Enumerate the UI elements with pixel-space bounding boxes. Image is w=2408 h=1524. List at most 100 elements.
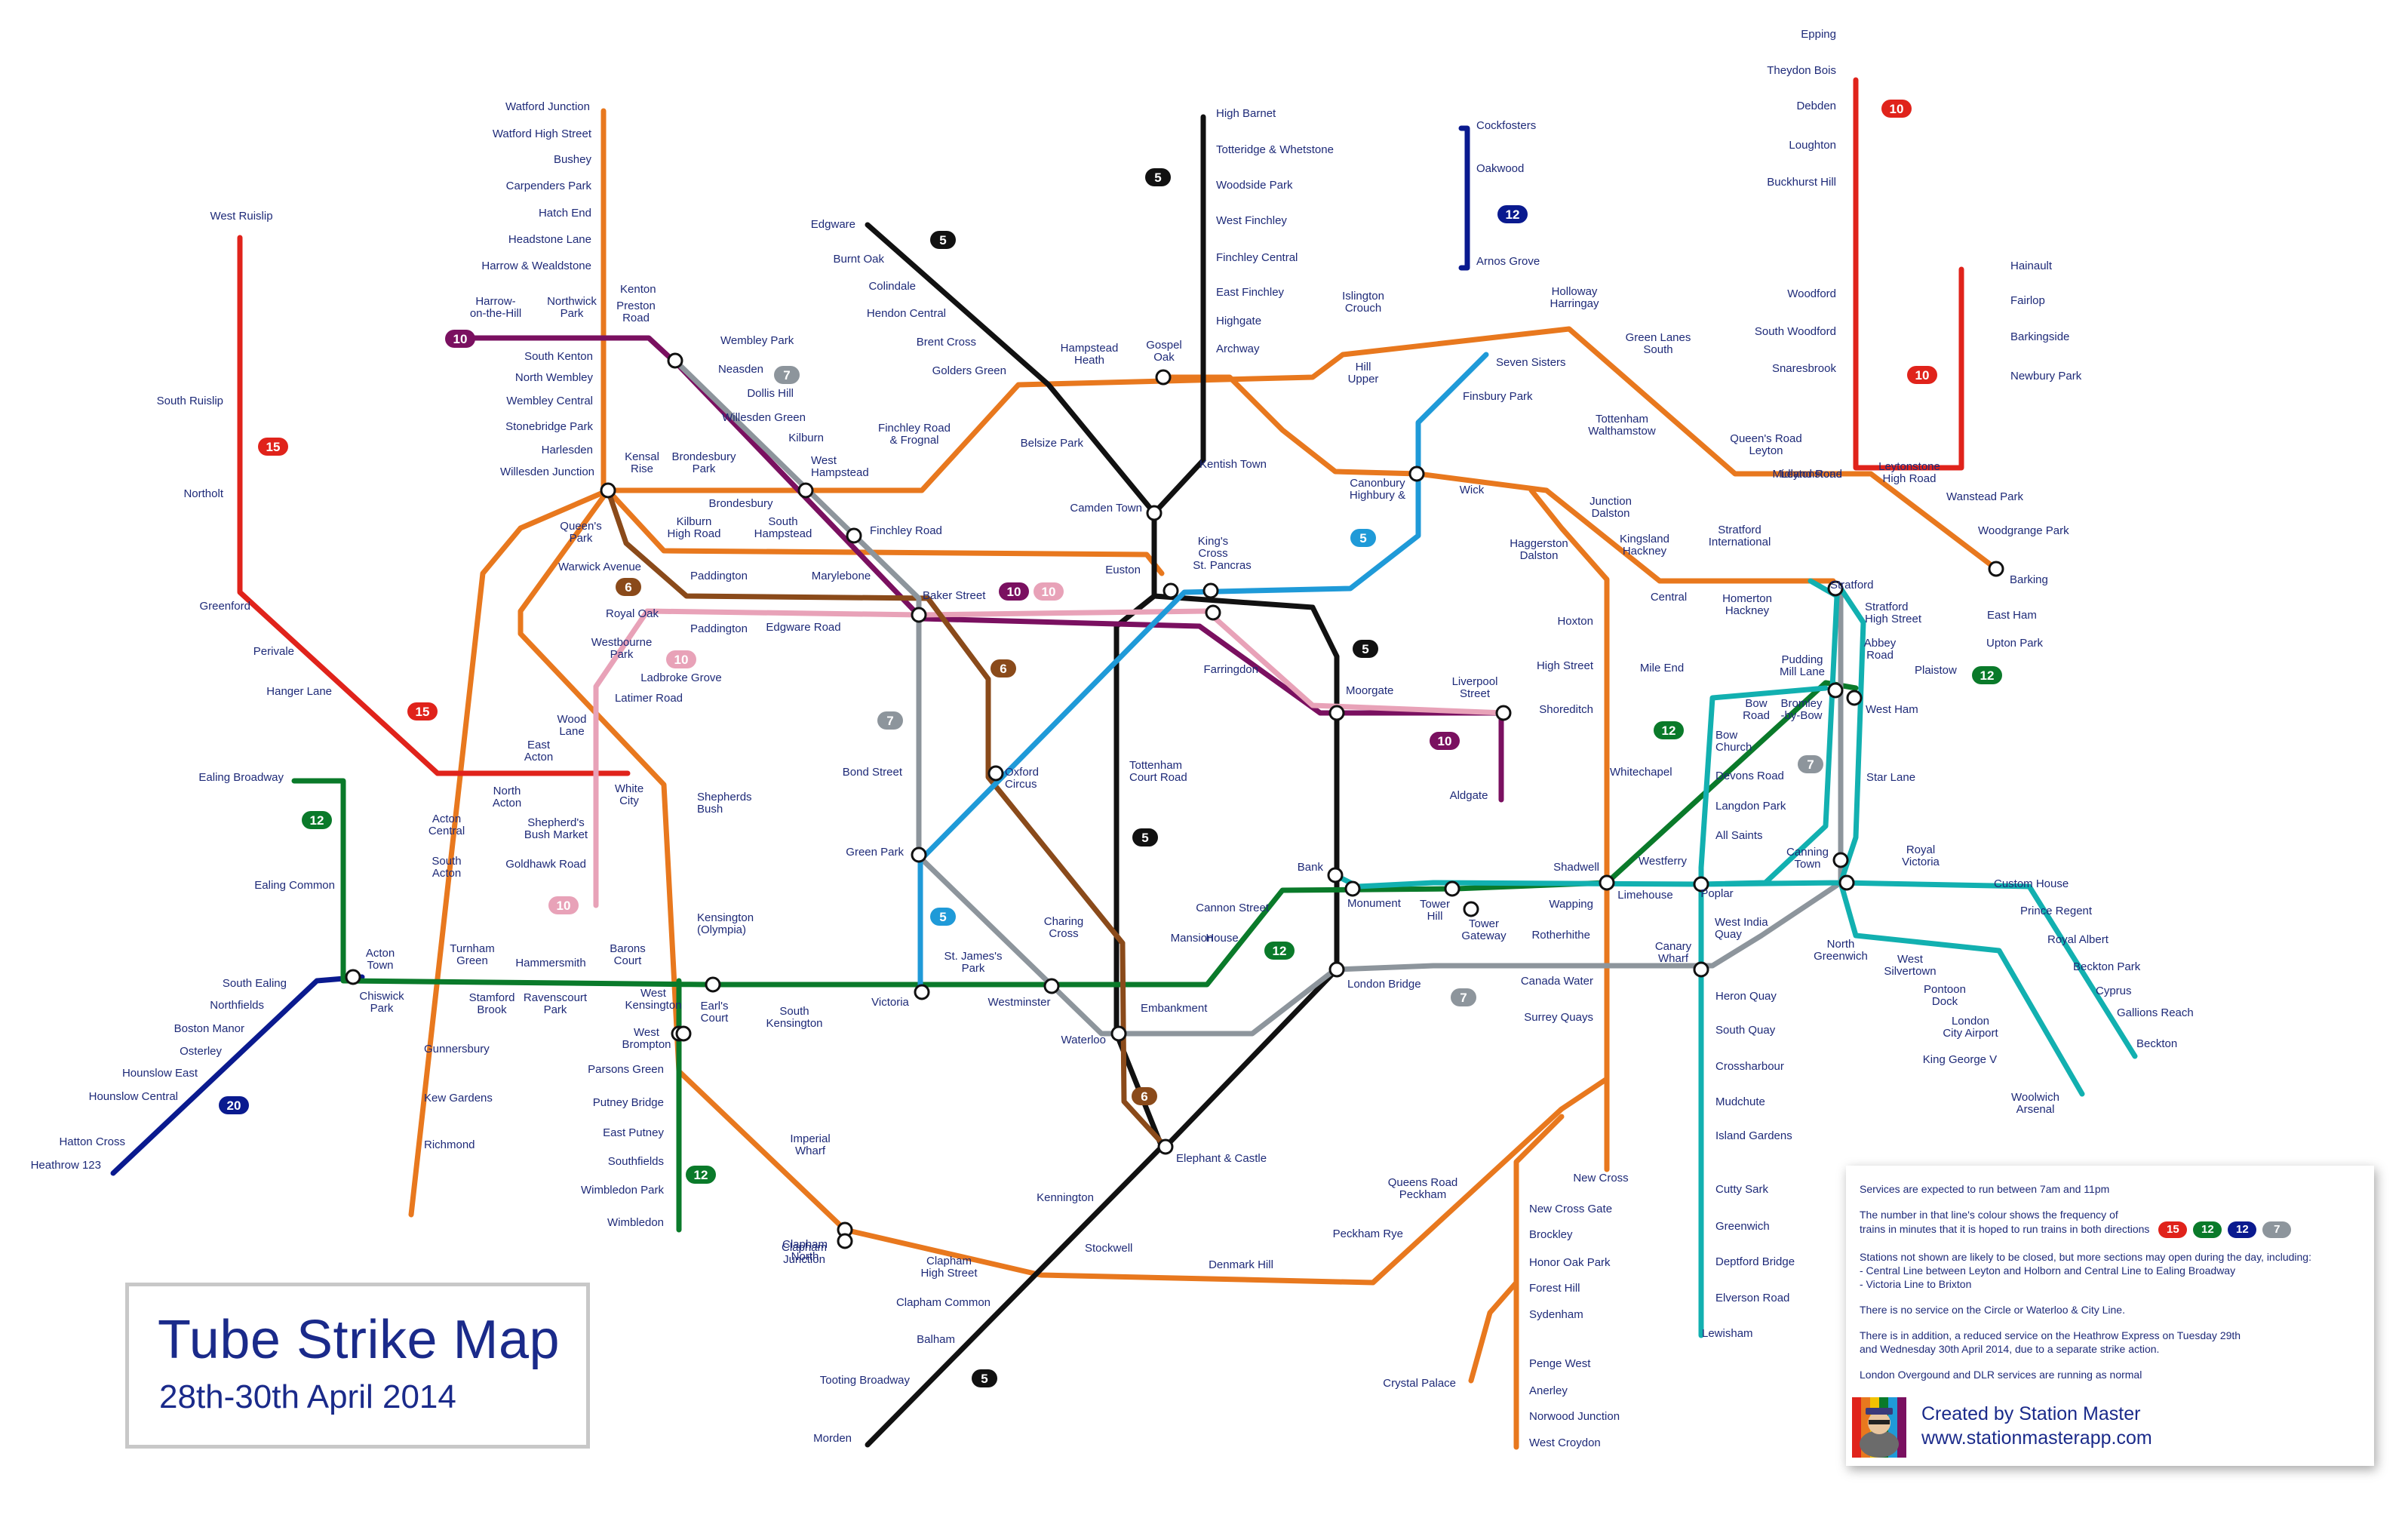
station-label: Cockfosters [1476, 119, 1536, 132]
station-label: Hainault [2010, 260, 2053, 272]
station-label: Lewisham [1702, 1327, 1753, 1340]
station-label: Northolt [183, 487, 223, 500]
frequency-badge: 10 [1034, 582, 1064, 601]
station-label: Mudchute [1715, 1095, 1765, 1108]
station-label: West [811, 454, 837, 467]
interchange-circle [987, 765, 1004, 782]
station-label: Oxford [1005, 766, 1039, 779]
station-label: Imperial [790, 1132, 830, 1145]
station-label: Gallions Reach [2117, 1006, 2194, 1019]
station-label: Chiswick [359, 990, 404, 1003]
svg-text:10: 10 [1890, 102, 1904, 116]
station-label: New Cross [1573, 1172, 1628, 1184]
station-label: Wick [1460, 484, 1485, 496]
frequency-badge: 15 [258, 438, 288, 456]
station-label: Carpenders Park [506, 180, 592, 192]
info-frequency-1: The number in that line's colour shows t… [1860, 1209, 2118, 1221]
station-label: Limehouse [1617, 889, 1672, 902]
station-label: Bow [1745, 697, 1767, 710]
station-label: Stratford [1865, 601, 1909, 613]
station-label: City [619, 794, 639, 807]
station-label: Baker Street [923, 589, 986, 602]
station-label: (Olympia) [697, 923, 746, 936]
station-label: Ealing Common [254, 879, 335, 892]
station-label: Peckham Rye [1333, 1227, 1403, 1240]
station-label: All Saints [1715, 829, 1763, 842]
station-label: Abbey [1864, 637, 1897, 650]
overground-east-london-line [1528, 487, 1610, 848]
station-label: South [768, 515, 797, 528]
station-label: Southfields [608, 1155, 664, 1168]
station-label: Northwick [547, 295, 597, 308]
station-label: Cutty Sark [1715, 1183, 1769, 1196]
station-label: Peckham [1399, 1188, 1447, 1201]
station-label: High Road [1883, 472, 1937, 485]
bakerloo-line [605, 487, 1169, 1150]
interchange-circle [1202, 582, 1219, 599]
interchange-circle [345, 969, 361, 985]
map-title: Tube Strike Map [158, 1310, 561, 1370]
station-label: Royal [1906, 843, 1935, 856]
svg-text:5: 5 [1362, 642, 1368, 656]
interchange-circle [1155, 369, 1172, 386]
station-label: West [1897, 953, 1924, 966]
station-label: Norwood Junction [1529, 1410, 1620, 1423]
station-label: Lane [559, 725, 584, 738]
station-label: Walthamstow [1588, 425, 1656, 438]
station-label: Upton Park [1986, 637, 2044, 650]
station-label: Woodside Park [1216, 179, 1293, 192]
interchange-circle [1328, 705, 1345, 721]
station-label: Cannon Street [1196, 902, 1270, 914]
interchange-circle [1827, 682, 1844, 699]
station-label: Wharf [1658, 952, 1689, 965]
station-label: Hampstead [754, 527, 812, 540]
overground-richmond-line [408, 487, 611, 1218]
station-label: Hatch End [539, 207, 591, 220]
station-label: Crouch [1345, 302, 1381, 315]
info-heathrow-1: There is in addition, a reduced service … [1860, 1329, 2241, 1341]
interchange-circle [1444, 880, 1460, 897]
station-label: Upper [1348, 373, 1379, 386]
station-label: Stratford [1830, 579, 1874, 591]
station-label: Dollis Hill [747, 387, 794, 400]
station-label: Wimbledon [607, 1216, 664, 1229]
station-label: Green Lanes [1626, 331, 1691, 344]
info-no-service: There is no service on the Circle or Wat… [1860, 1304, 2125, 1316]
station-label: Pudding [1781, 653, 1823, 666]
interchange-circle [797, 482, 814, 499]
svg-text:10: 10 [557, 899, 571, 913]
frequency-badge: 15 [407, 702, 438, 721]
station-label: Sydenham [1529, 1308, 1583, 1321]
district-line [291, 680, 1859, 1233]
station-label: Tottenham [1596, 413, 1648, 426]
frequency-badge: 10 [1430, 732, 1460, 750]
station-label: Tower [1469, 917, 1499, 930]
interchange-circle [1146, 505, 1163, 521]
svg-text:5: 5 [939, 910, 946, 924]
frequency-badge: 10 [666, 650, 696, 668]
frequency-badge: 10 [445, 330, 475, 348]
station-label: Royal Albert [2047, 933, 2109, 946]
station-label: Warwick Avenue [558, 561, 641, 573]
station-label: Neasden [718, 363, 763, 376]
station-label: Acton [493, 797, 521, 810]
frequency-badge: 10 [1907, 366, 1937, 384]
station-label: Watford Junction [505, 100, 590, 113]
svg-text:10: 10 [1007, 585, 1021, 599]
svg-text:12: 12 [1506, 207, 1520, 222]
station-label: Greenwich [1814, 950, 1868, 963]
station-label: Brook [477, 1003, 507, 1016]
station-label: Camden Town [1070, 502, 1142, 515]
interchange-circle [1328, 961, 1345, 978]
station-label: & Frognal [889, 434, 938, 447]
frequency-badge: 7 [1451, 988, 1476, 1006]
info-frequency-2: trains in minutes that it is hoped to ru… [1860, 1223, 2150, 1235]
station-label: Circus [1005, 778, 1037, 791]
overground-gospel-oak-line [1159, 374, 1836, 584]
station-label: Golders Green [932, 364, 1006, 377]
svg-text:15: 15 [416, 705, 430, 719]
credit-link[interactable]: www.stationmasterapp.com [1921, 1427, 2152, 1449]
interchange-circle [667, 352, 683, 369]
frequency-badges: 5555512201010151510101010101066677775512… [219, 100, 2002, 1387]
